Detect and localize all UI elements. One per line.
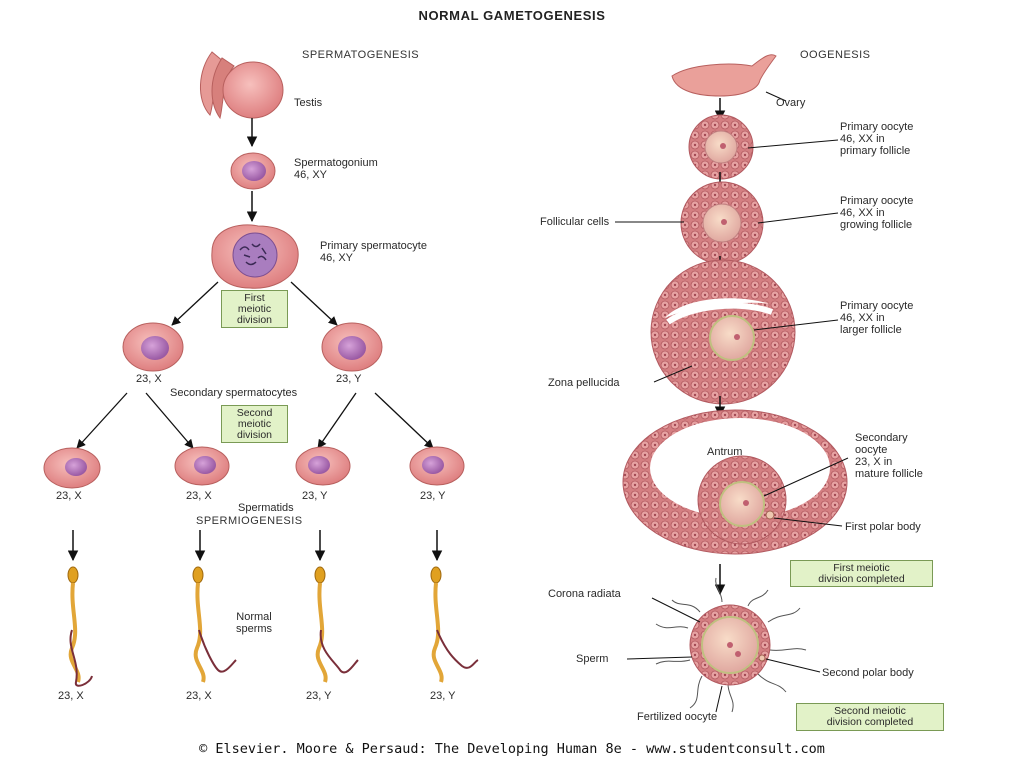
testis-illustration bbox=[199, 51, 284, 120]
spermatid-label-2: 23, X bbox=[186, 490, 212, 502]
antrum-label: Antrum bbox=[707, 446, 743, 458]
follicular-cells-label: Follicular cells bbox=[540, 216, 610, 228]
copyright-footer: © Elsevier. Moore & Persaud: The Develop… bbox=[199, 741, 825, 757]
diagram-title: NORMAL GAMETOGENESIS bbox=[418, 8, 606, 23]
secondary-spermatocyte-x-cell bbox=[122, 322, 184, 372]
oogenesis-header: OOGENESIS bbox=[800, 49, 871, 61]
first-meiotic-division-completed-box: First meiotic division completed bbox=[790, 560, 933, 587]
sperm-label: Sperm bbox=[576, 653, 609, 665]
normal-sperms-label: Normal sperms bbox=[236, 611, 273, 635]
sperm-label-4: 23, Y bbox=[430, 690, 456, 702]
spermatogonium-cell bbox=[230, 152, 276, 190]
spermatid-label-3: 23, Y bbox=[302, 490, 328, 502]
sperm-4 bbox=[430, 566, 479, 683]
spermiogenesis-caption: SPERMIOGENESIS bbox=[196, 515, 303, 527]
primary-follicle bbox=[688, 114, 754, 180]
spermatid-2 bbox=[174, 446, 230, 486]
sperm-label-2: 23, X bbox=[186, 690, 212, 702]
zona-pellucida-label: Zona pellucida bbox=[548, 377, 620, 389]
sperm-label-1: 23, X bbox=[58, 690, 84, 702]
sperm-3 bbox=[314, 566, 359, 683]
primary-spermatocyte-cell bbox=[211, 224, 299, 289]
larger-follicle-label: Primary oocyte 46, XX in larger follicle bbox=[840, 300, 914, 336]
first-polar-body-label: First polar body bbox=[845, 521, 921, 533]
spermatid-3 bbox=[295, 446, 351, 486]
secondary-spermatocyte-y-cell bbox=[321, 322, 383, 372]
sperm-2 bbox=[192, 566, 237, 683]
fertilized-oocyte-label: Fertilized oocyte bbox=[637, 711, 718, 723]
secondary-spermatocyte-y-label: 23, Y bbox=[336, 373, 362, 385]
spermatid-label-4: 23, Y bbox=[420, 490, 446, 502]
first-meiotic-division-box: First meiotic division bbox=[221, 290, 288, 328]
ovary-label: Ovary bbox=[776, 97, 806, 109]
secondary-spermatocytes-caption: Secondary spermatocytes bbox=[170, 387, 298, 399]
spermatid-1 bbox=[43, 447, 101, 489]
corona-radiata-label: Corona radiata bbox=[548, 588, 621, 600]
spermatid-label-1: 23, X bbox=[56, 490, 82, 502]
spermatogonium-label: Spermatogonium 46, XY bbox=[294, 157, 378, 181]
sperm-label-3: 23, Y bbox=[306, 690, 332, 702]
testis-label: Testis bbox=[294, 97, 323, 109]
second-meiotic-division-completed-box: Second meiotic division completed bbox=[796, 703, 944, 731]
spermatogenesis-header: SPERMATOGENESIS bbox=[302, 49, 420, 61]
secondary-spermatocyte-x-label: 23, X bbox=[136, 373, 162, 385]
spermatids-caption: Spermatids bbox=[238, 502, 294, 514]
growing-follicle bbox=[680, 181, 764, 265]
sperm-1 bbox=[67, 566, 93, 687]
second-meiotic-division-box: Second meiotic division bbox=[221, 405, 288, 443]
mature-follicle bbox=[622, 409, 848, 555]
fertilized-oocyte bbox=[655, 577, 807, 713]
mature-follicle-label: Secondary oocyte 23, X in mature follicl… bbox=[855, 432, 923, 480]
spermatid-4 bbox=[409, 446, 465, 486]
second-polar-body-label: Second polar body bbox=[822, 667, 914, 679]
ovary-illustration bbox=[671, 54, 777, 97]
larger-follicle bbox=[650, 259, 796, 405]
primary-spermatocyte-label: Primary spermatocyte 46, XY bbox=[320, 240, 427, 264]
growing-follicle-label: Primary oocyte 46, XX in growing follicl… bbox=[840, 195, 914, 231]
primary-follicle-label: Primary oocyte 46, XX in primary follicl… bbox=[840, 121, 914, 157]
